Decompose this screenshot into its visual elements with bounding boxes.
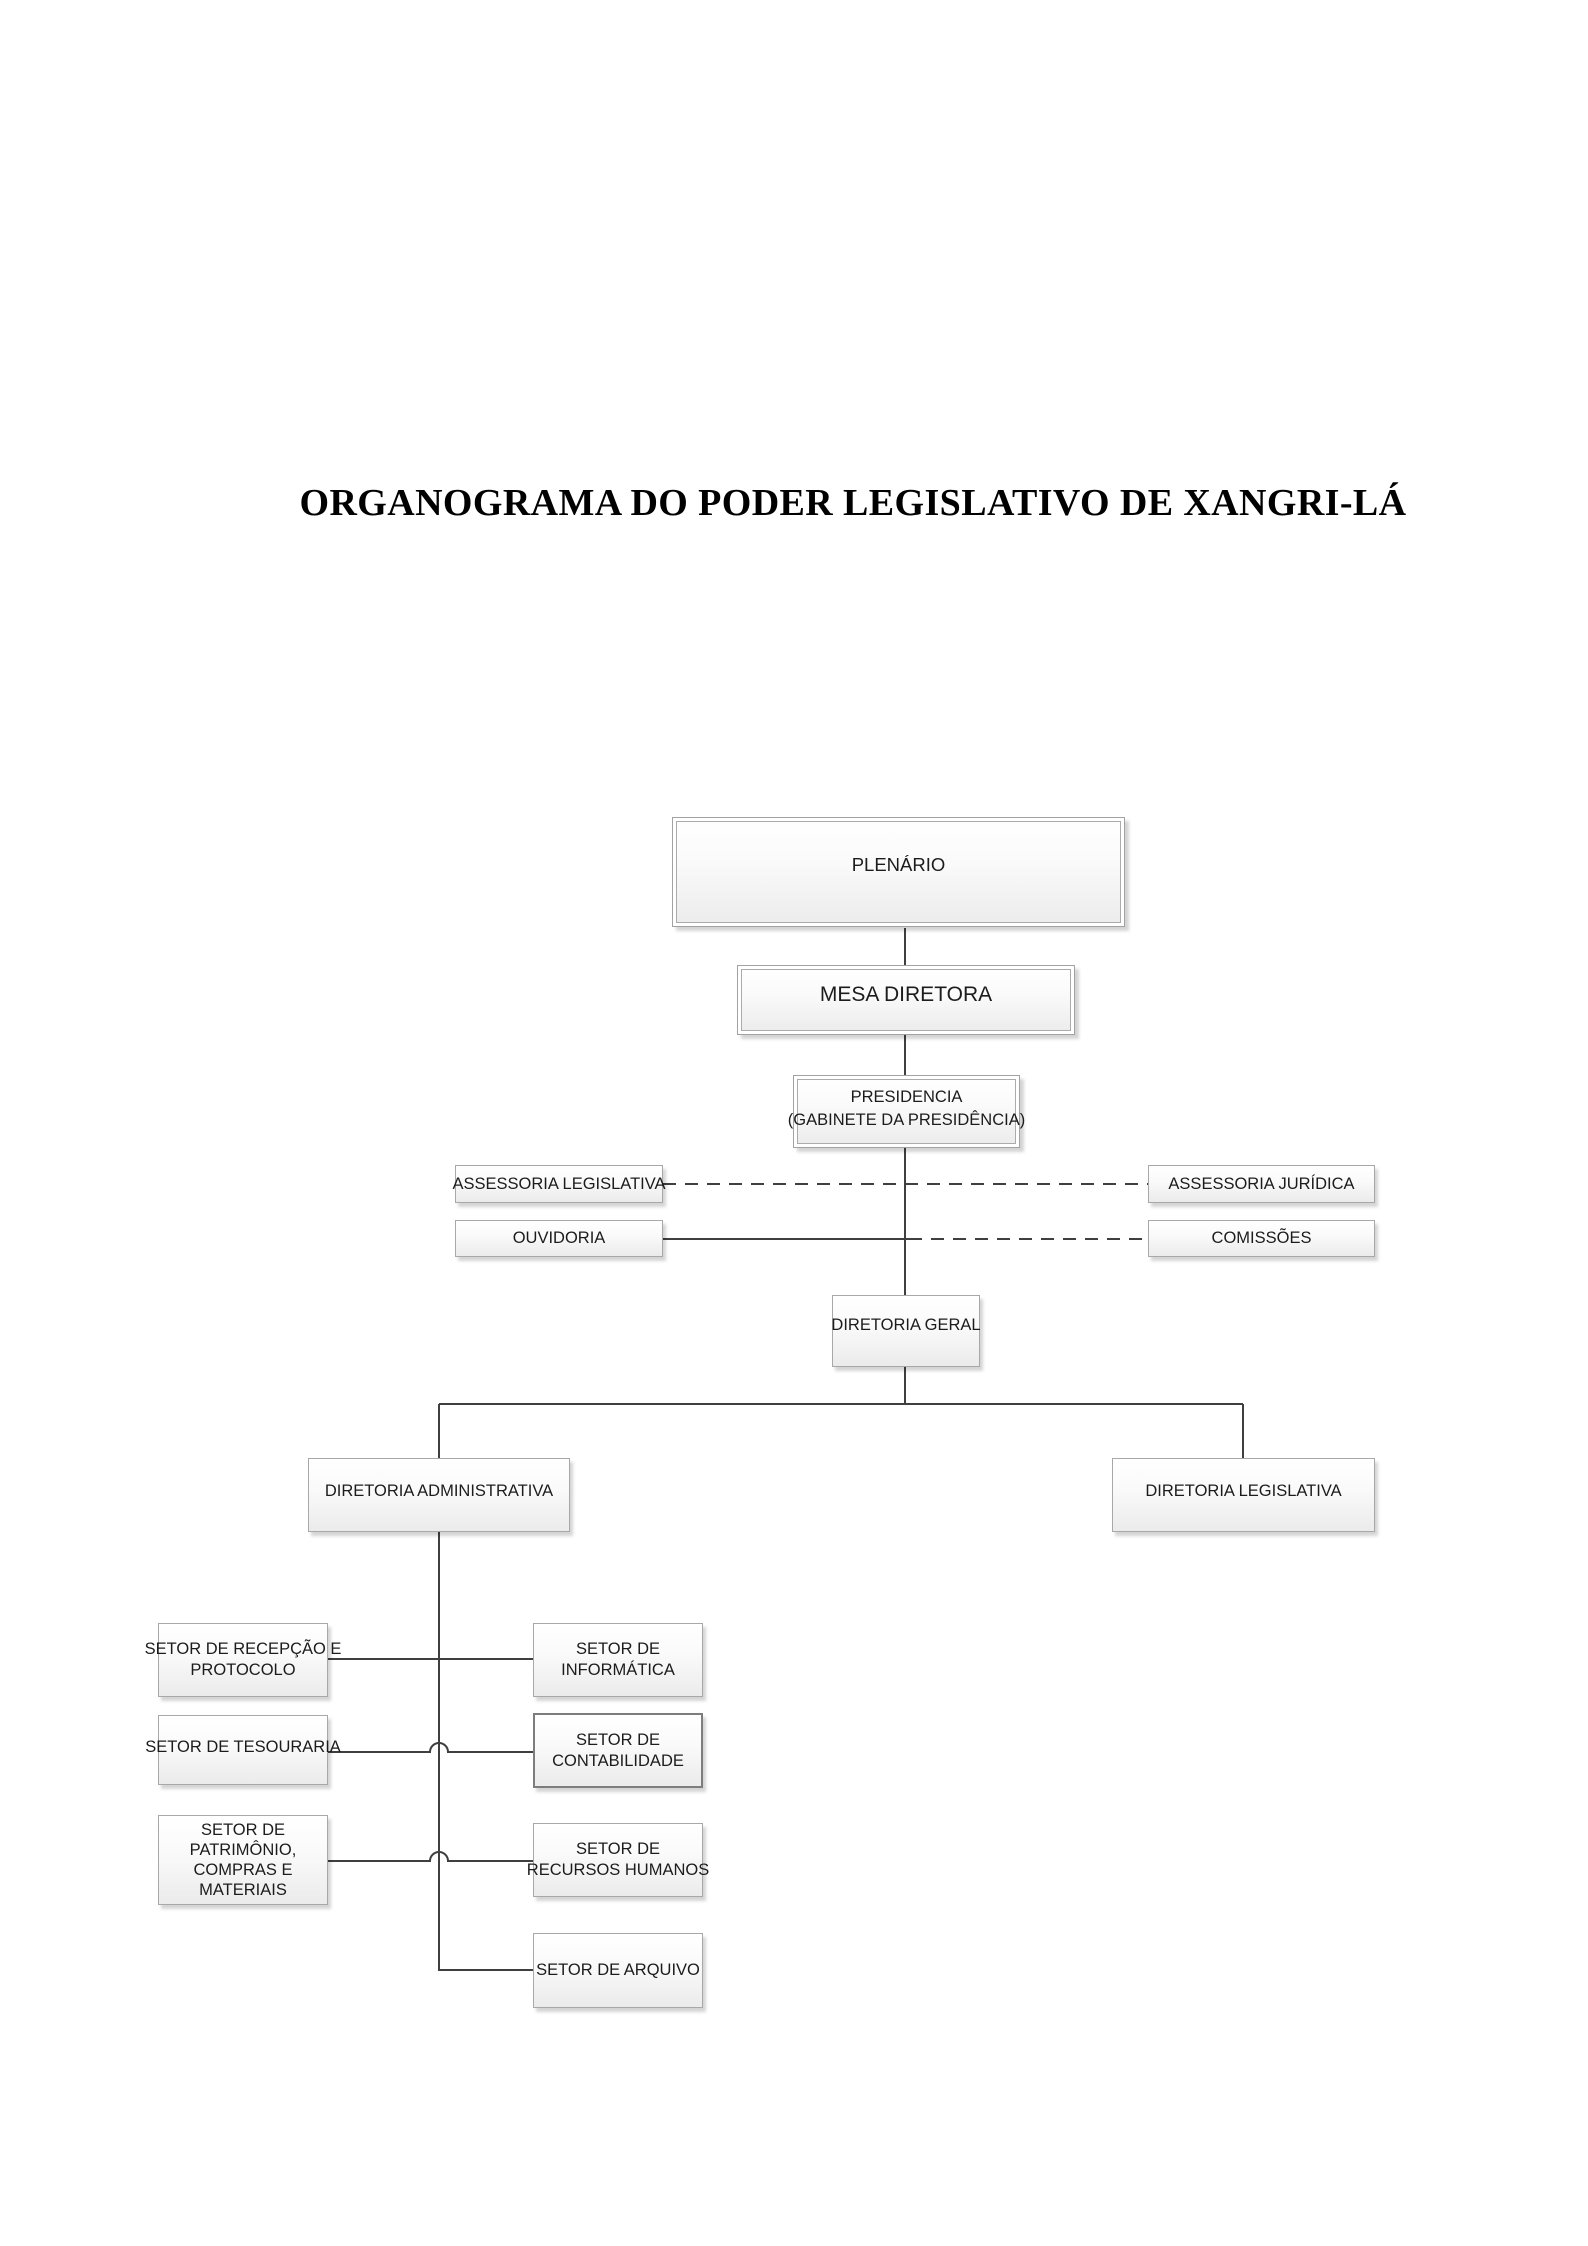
org-node-ouvidoria: OUVIDORIA — [455, 1220, 663, 1257]
org-node-label-line1: SETOR DE — [575, 1840, 661, 1858]
edge-row-patrimonio-recursos — [328, 1851, 533, 1862]
org-node-diretoria-legislativa: DIRETORIA LEGISLATIVA — [1112, 1458, 1375, 1532]
org-node-assessoria-legislativa: ASSESSORIA LEGISLATIVA — [452, 1165, 666, 1203]
org-node-label: PLENÁRIO — [851, 853, 946, 875]
org-node-label-line1: PRESIDENCIA — [850, 1087, 963, 1106]
org-node-assessoria-juridica: ASSESSORIA JURÍDICA — [1148, 1165, 1375, 1203]
org-node-label-line2: RECURSOS HUMANOS — [526, 1861, 710, 1879]
org-node-setor-recursos-humanos: SETOR DE RECURSOS HUMANOS — [527, 1823, 709, 1897]
org-node-setor-patrimonio-compras-materiais: SETOR DE PATRIMÔNIO, COMPRAS E MATERIAIS — [158, 1815, 328, 1905]
org-node-diretoria-administrativa: DIRETORIA ADMINISTRATIVA — [308, 1458, 570, 1532]
org-node-presidencia: PRESIDENCIA (GABINETE DA PRESIDÊNCIA) — [788, 1075, 1025, 1148]
org-node-label-line2: CONTABILIDADE — [552, 1751, 684, 1770]
org-node-diretoria-geral: DIRETORIA GERAL — [831, 1295, 981, 1367]
org-node-label-line3: COMPRAS E — [193, 1861, 293, 1879]
org-node-setor-recepcao-protocolo: SETOR DE RECEPÇÃO E PROTOCOLO — [145, 1623, 341, 1697]
org-node-label-line1: SETOR DE RECEPÇÃO E — [144, 1640, 342, 1658]
org-node-setor-arquivo: SETOR DE ARQUIVO — [533, 1933, 703, 2008]
org-node-setor-contabilidade: SETOR DE CONTABILIDADE — [533, 1713, 703, 1788]
org-node-label-line1: SETOR DE — [200, 1821, 286, 1839]
org-node-label-line2: PROTOCOLO — [190, 1661, 296, 1679]
org-node-mesa-diretora: MESA DIRETORA — [737, 965, 1075, 1035]
org-node-label: DIRETORIA GERAL — [831, 1315, 981, 1334]
org-node-label-line2: PATRIMÔNIO, — [189, 1841, 297, 1859]
org-node-label: ASSESSORIA JURÍDICA — [1168, 1174, 1355, 1193]
org-node-label-line2: (GABINETE DA PRESIDÊNCIA) — [787, 1110, 1026, 1129]
edge-row-tesouraria-contabilidade — [328, 1742, 533, 1753]
org-node-setor-informatica: SETOR DE INFORMÁTICA — [533, 1623, 703, 1697]
org-node-label: MESA DIRETORA — [819, 982, 993, 1006]
page-title: ORGANOGRAMA DO PODER LEGISLATIVO DE XANG… — [299, 482, 1407, 524]
org-node-label-line4: MATERIAIS — [199, 1881, 287, 1899]
org-node-label: DIRETORIA ADMINISTRATIVA — [324, 1481, 554, 1500]
org-node-label: ASSESSORIA LEGISLATIVA — [452, 1174, 666, 1193]
org-node-comissoes: COMISSÕES — [1148, 1220, 1375, 1257]
org-node-label: COMISSÕES — [1211, 1229, 1312, 1247]
org-node-label-line1: SETOR DE — [575, 1640, 661, 1658]
org-node-label: OUVIDORIA — [512, 1229, 606, 1247]
org-node-label: SETOR DE ARQUIVO — [536, 1961, 700, 1979]
org-node-plenario: PLENÁRIO — [672, 817, 1125, 927]
org-node-label-line2: INFORMÁTICA — [561, 1661, 675, 1679]
org-node-label-line1: SETOR DE — [575, 1730, 661, 1749]
edge-admin-trunk — [438, 1532, 533, 1971]
org-node-label: SETOR DE TESOURARIA — [145, 1737, 341, 1756]
org-node-label: DIRETORIA LEGISLATIVA — [1145, 1481, 1342, 1500]
org-node-setor-tesouraria: SETOR DE TESOURARIA — [145, 1715, 341, 1785]
